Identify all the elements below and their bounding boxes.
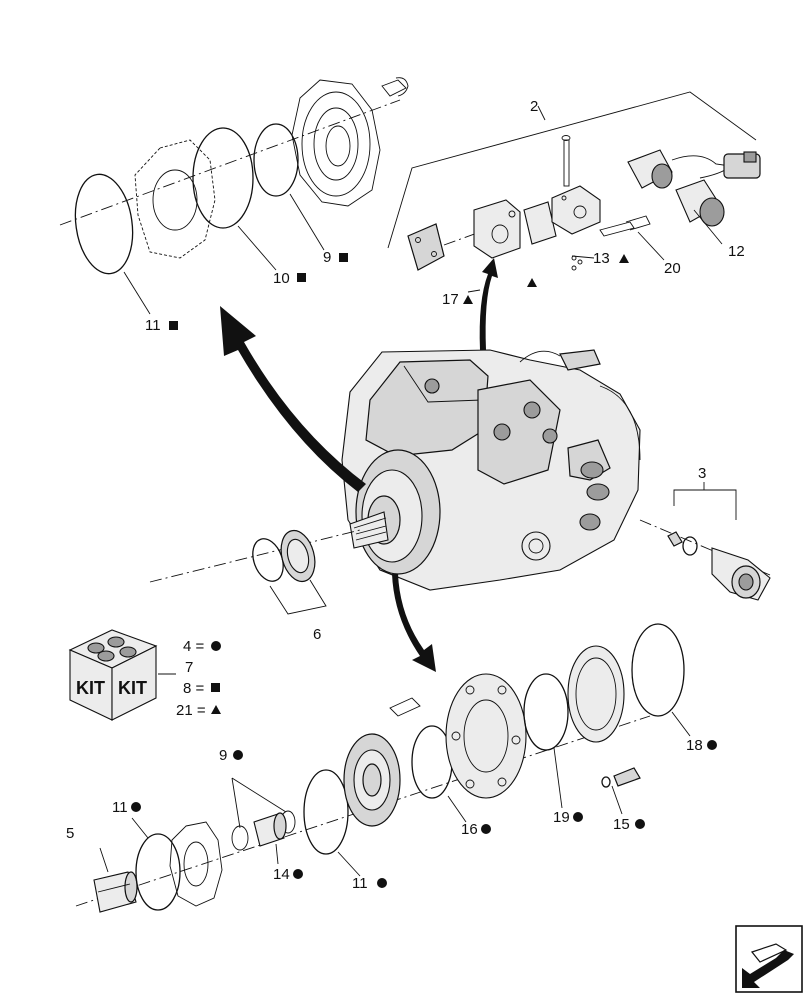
screw-20	[599, 221, 635, 237]
o-ring-19	[523, 673, 569, 751]
o-ring-11-top	[74, 173, 134, 275]
callout-6: 6	[313, 626, 321, 643]
callout-7: 7	[185, 659, 193, 676]
cover-plate-17	[407, 223, 445, 271]
callout-5: 5	[66, 825, 74, 842]
kit-label-left: KIT	[76, 678, 105, 698]
callout-19: 19	[553, 809, 570, 826]
leader-lines	[99, 193, 723, 877]
callout-16: 16	[461, 821, 478, 838]
hydraulic-pump-body	[149, 349, 641, 591]
triangle-mark-icon	[463, 295, 473, 304]
callout-11-left: 11	[112, 799, 128, 816]
square-mark-icon	[297, 273, 306, 282]
circle-mark-icon	[131, 802, 141, 812]
circle-mark-icon	[573, 812, 583, 822]
solenoid-coils-12	[627, 149, 761, 227]
solenoid-block	[551, 185, 601, 235]
retaining-rings-6	[252, 529, 327, 615]
o-ring-18	[631, 623, 685, 717]
kit-label-right: KIT	[118, 678, 147, 698]
arrow-to-front-flange	[392, 574, 436, 672]
callout-18: 18	[686, 737, 703, 754]
arrow-to-rear-cover	[220, 306, 366, 492]
seal-ring-10	[192, 127, 254, 229]
pressure-valve-3	[639, 482, 771, 601]
callout-2: 2	[530, 98, 538, 115]
bushing-14	[253, 812, 287, 847]
circle-mark-icon	[233, 750, 243, 760]
o-ring-11-bottom	[135, 833, 181, 911]
callout-14: 14	[273, 866, 290, 883]
circle-mark-icon	[211, 641, 221, 651]
callout-marks	[131, 253, 717, 888]
direction-arrows	[220, 258, 498, 672]
square-mark-icon	[169, 321, 178, 330]
seal-ring-9	[253, 123, 299, 197]
callout-11-top: 11	[145, 317, 161, 334]
end-cover	[291, 79, 381, 207]
triangle-mark-icon	[527, 278, 537, 287]
next-page-arrow-icon[interactable]	[735, 925, 803, 993]
callout-4: 4 =	[183, 638, 205, 655]
callout-8: 8 =	[183, 680, 205, 697]
callout-13: 13	[593, 250, 610, 267]
callout-9-bottom: 9	[219, 747, 227, 764]
kit-box-icon: KIT KIT	[68, 629, 176, 721]
callout-10: 10	[273, 270, 290, 287]
callout-9-top: 9	[323, 249, 331, 266]
notched-plate	[169, 821, 223, 907]
triangle-mark-icon	[211, 705, 221, 714]
callout-15: 15	[613, 816, 630, 833]
valve-group-2	[387, 91, 761, 271]
callout-17: 17	[442, 291, 459, 308]
front-seal-assembly	[75, 623, 685, 913]
rear-cover-assembly	[59, 77, 409, 275]
callout-12: 12	[728, 243, 745, 260]
valve-body	[473, 199, 521, 259]
seal-ring	[567, 645, 625, 743]
square-mark-icon	[339, 253, 348, 262]
callout-3: 3	[698, 465, 706, 482]
circle-mark-icon	[481, 824, 491, 834]
square-mark-icon	[211, 683, 220, 692]
callout-21: 21 =	[176, 702, 206, 719]
callout-labels: 2 3 4 = 5 6 7 8 = 9 9 10 11 11 11 12 13 …	[66, 98, 745, 892]
circle-mark-icon	[377, 878, 387, 888]
callout-20: 20	[664, 260, 681, 277]
arrow-to-valve-block	[479, 258, 498, 350]
o-ring-11-middle	[303, 769, 349, 855]
circle-mark-icon	[635, 819, 645, 829]
flange-plate	[445, 673, 527, 799]
seal-carrier	[343, 733, 401, 827]
drive-shaft	[349, 511, 389, 549]
bearing-5	[93, 871, 138, 913]
screw-top	[381, 77, 409, 97]
callout-11-bottom: 11	[352, 875, 368, 892]
triangle-mark-icon	[619, 254, 629, 263]
circle-mark-icon	[293, 869, 303, 879]
gasket-plate	[134, 139, 216, 259]
gasket-plate-13	[523, 201, 557, 245]
circle-mark-icon	[707, 740, 717, 750]
